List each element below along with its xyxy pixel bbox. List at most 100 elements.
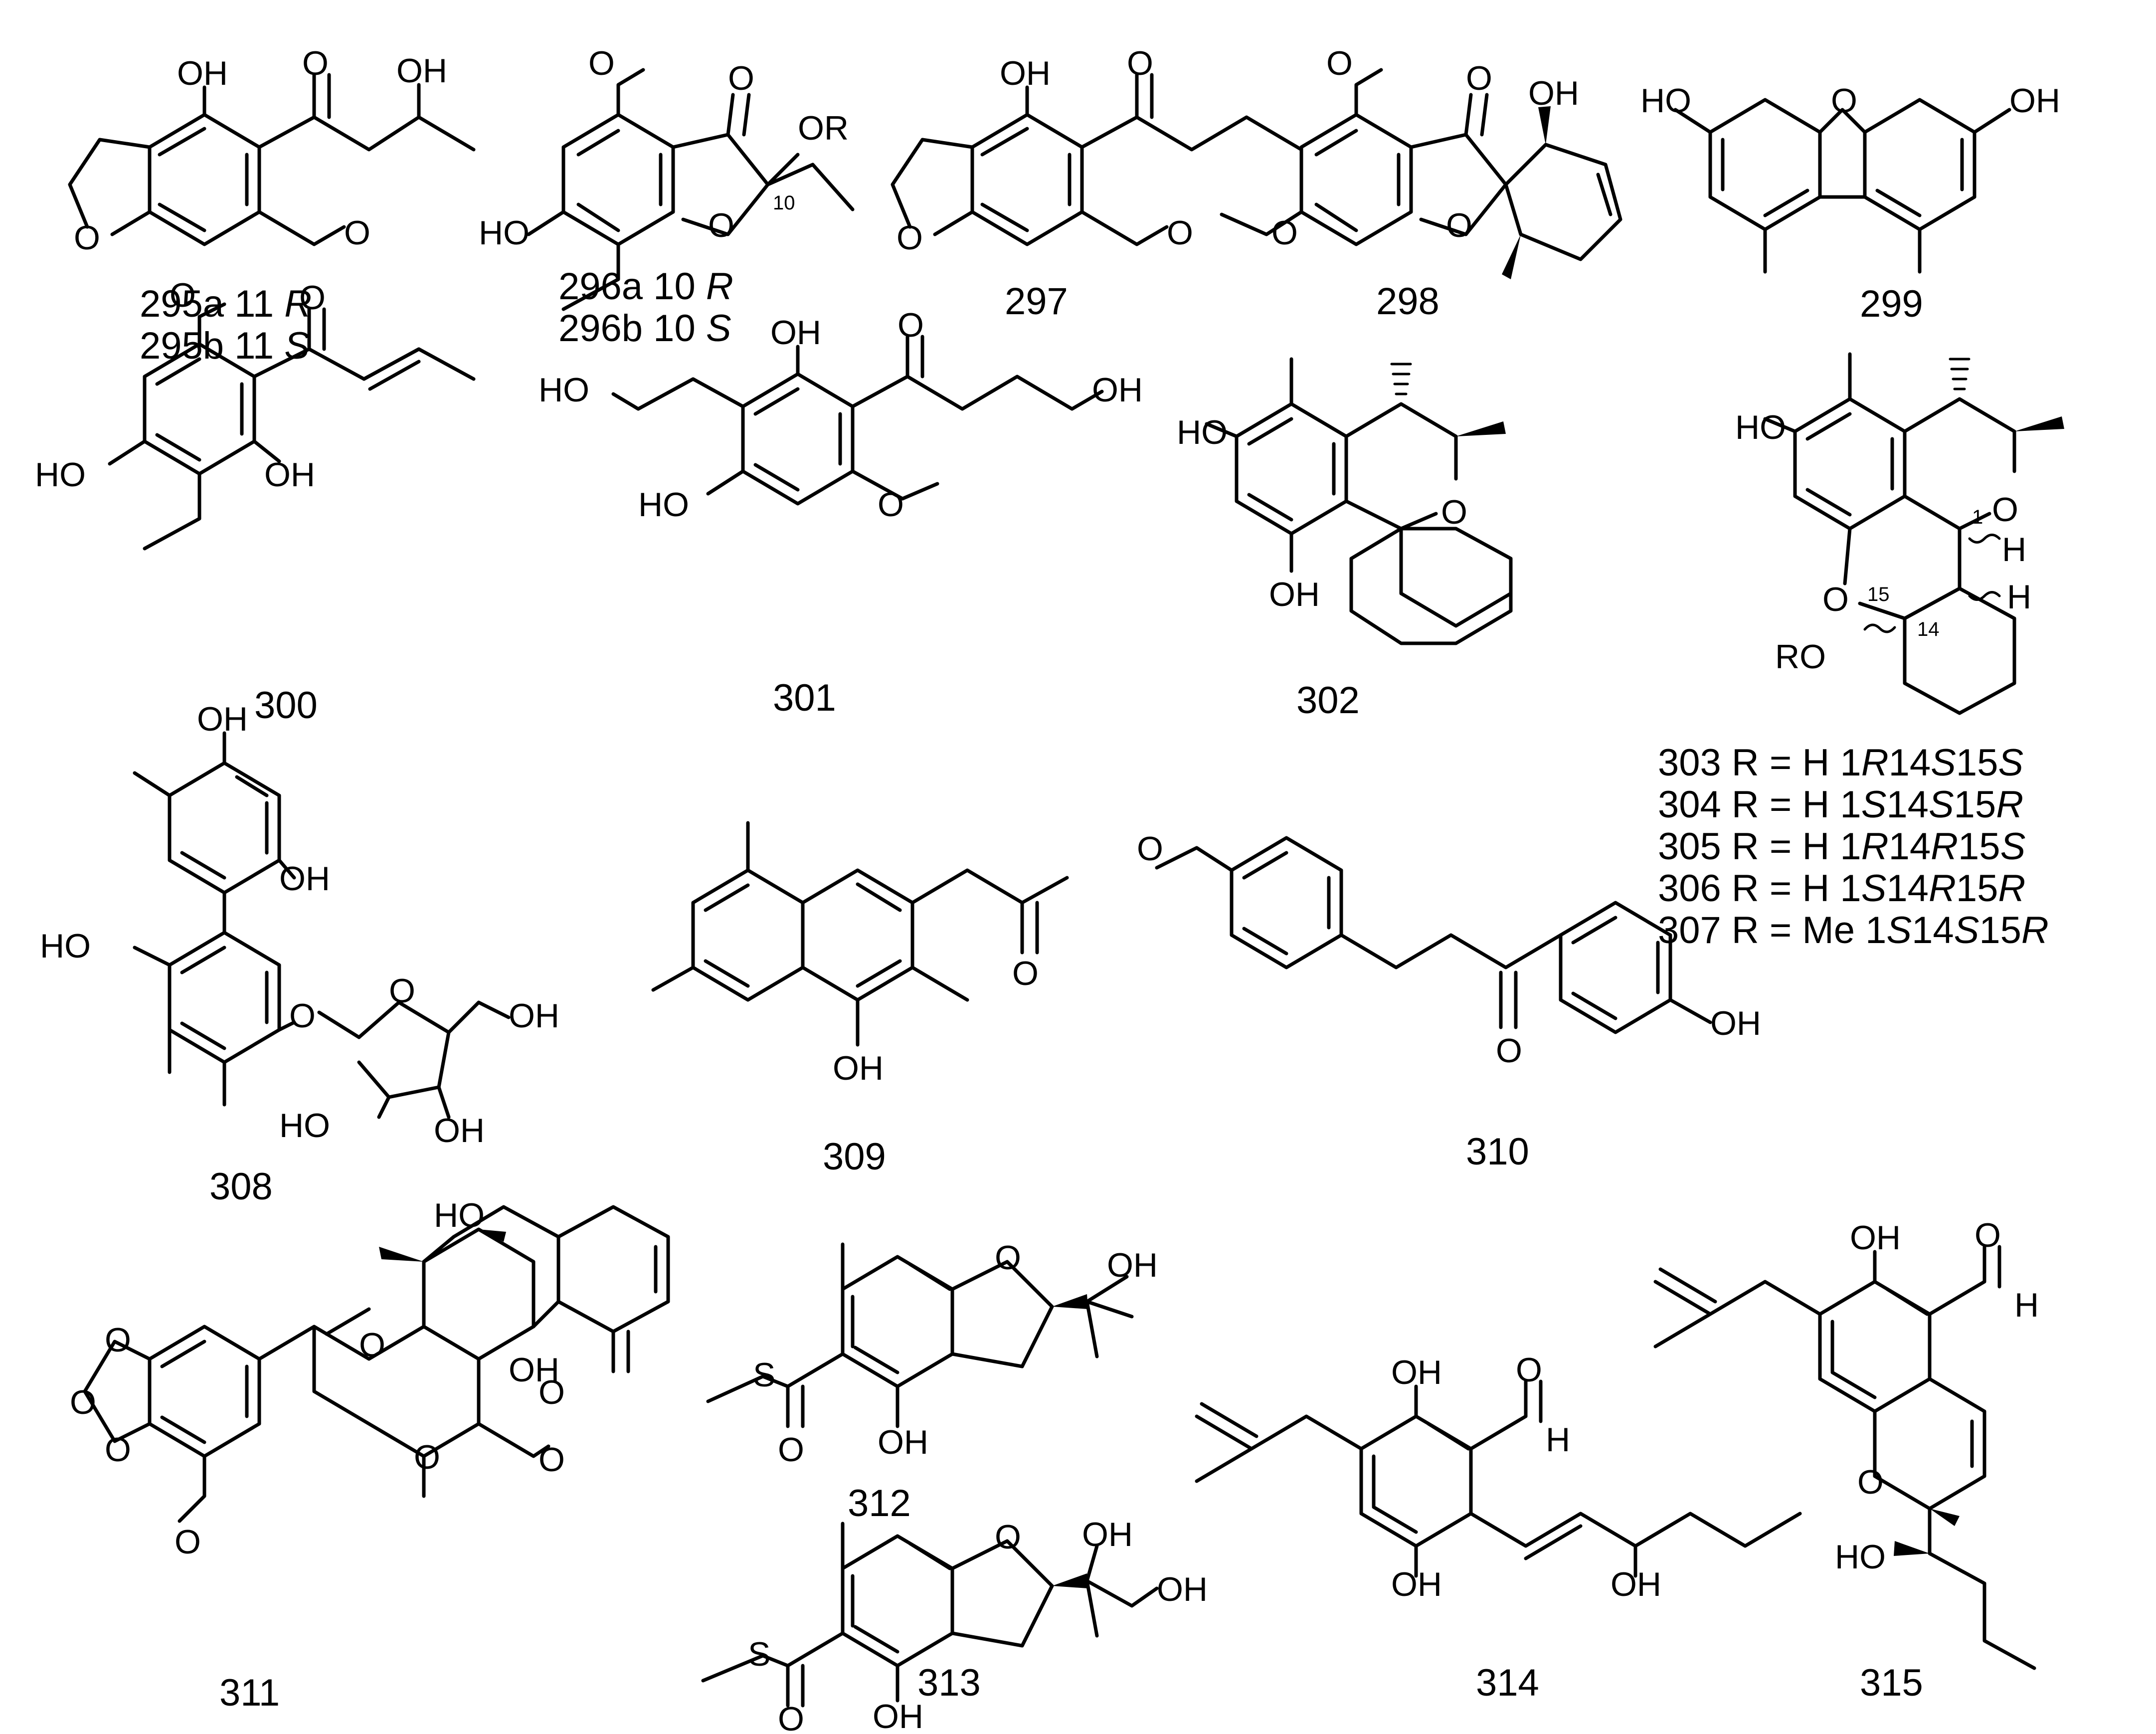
- label-308: 308: [209, 1165, 273, 1208]
- atom-o: O: [302, 44, 329, 82]
- atom-oh: OH: [509, 997, 559, 1035]
- atom-oh: OH: [1000, 54, 1051, 92]
- atom-ho: HO: [1640, 82, 1691, 120]
- structure-299: HO O OH: [1640, 82, 2060, 274]
- atom-oh: OH: [1107, 1246, 1158, 1284]
- atom-ho: HO: [539, 371, 589, 409]
- atom-o: O: [588, 44, 615, 82]
- atom-oh: OH: [177, 54, 228, 92]
- atom-oh: OH: [1092, 371, 1143, 409]
- atom-oh: OH: [2009, 82, 2060, 120]
- structure-313: O OH OH S O OH: [701, 1516, 1208, 1734]
- structure-308: OH OH HO O O OH HO OH: [40, 700, 559, 1150]
- label-315: 315: [1860, 1662, 1923, 1704]
- atom-o: O: [1012, 955, 1039, 992]
- atom-o: O: [1167, 214, 1193, 252]
- atom-o: O: [299, 279, 326, 317]
- structure-301: OH O OH HO HO O: [539, 306, 1143, 524]
- atom-oh: OH: [279, 860, 330, 898]
- atom-o: O: [539, 1373, 565, 1411]
- structure-298: O O OH O O: [1220, 44, 1622, 279]
- atom-o: O: [70, 1383, 96, 1421]
- atom-o: O: [344, 214, 370, 252]
- atom-ho: HO: [1835, 1538, 1886, 1576]
- atom-s: S: [748, 1635, 770, 1673]
- atom-ho: HO: [1735, 408, 1786, 446]
- atom-oh: OH: [1850, 1219, 1901, 1257]
- atom-oh: OH: [833, 1049, 884, 1087]
- atom-oh: OH: [770, 314, 821, 352]
- atom-o: O: [414, 1438, 440, 1476]
- atom-ho: HO: [1177, 413, 1228, 451]
- atom-h: H: [1546, 1421, 1570, 1459]
- locant-15: 15: [1867, 583, 1890, 605]
- atom-o: O: [1326, 44, 1353, 82]
- label-300: 300: [254, 684, 318, 727]
- locant-14: 14: [1917, 618, 1940, 640]
- structure-315: OH O H O HO: [1653, 1216, 2039, 1670]
- atom-o: O: [1441, 493, 1467, 531]
- atom-o: O: [1271, 214, 1298, 252]
- atom-ho: HO: [479, 214, 530, 252]
- atom-o: O: [170, 276, 196, 314]
- atom-h: H: [2007, 578, 2031, 616]
- atom-h: H: [2014, 1286, 2039, 1324]
- atom-ho: HO: [279, 1107, 330, 1145]
- atom-o: O: [175, 1523, 201, 1561]
- label-312: 312: [848, 1482, 911, 1525]
- atom-o: O: [778, 1431, 804, 1469]
- structure-309: O OH: [651, 821, 1069, 1087]
- atom-ho: HO: [40, 927, 91, 965]
- atom-o: O: [389, 972, 415, 1010]
- label-301: 301: [773, 677, 836, 719]
- atom-o: O: [289, 997, 316, 1035]
- label-314: 314: [1476, 1662, 1539, 1704]
- atom-o: O: [105, 1431, 131, 1469]
- atom-oh: OH: [1391, 1565, 1442, 1603]
- atom-ho: HO: [35, 456, 86, 494]
- atom-o: O: [1446, 206, 1472, 244]
- atom-oh: OH: [1269, 576, 1320, 613]
- atom-o: O: [1992, 491, 2018, 529]
- atom-oh: OH: [873, 1698, 923, 1732]
- locant-1: 1: [1972, 506, 1983, 528]
- atom-o: O: [708, 206, 734, 244]
- label-297: 297: [1005, 280, 1068, 323]
- atom-o: O: [1516, 1351, 1542, 1389]
- atom-oh: OH: [1710, 1004, 1761, 1042]
- structure-310: O O OH: [1137, 830, 1761, 1070]
- label-309: 309: [823, 1136, 886, 1178]
- atom-o: O: [1975, 1216, 2001, 1254]
- atom-o: O: [995, 1518, 1021, 1556]
- structure-312: O OH S O OH: [706, 1239, 1158, 1469]
- atom-oh: OH: [197, 700, 248, 738]
- atom-o: O: [539, 1441, 565, 1479]
- atom-s: S: [753, 1356, 775, 1394]
- atom-o: O: [1857, 1463, 1884, 1501]
- label-311: 311: [219, 1672, 280, 1714]
- structure-295: OH O OH O O: [68, 44, 476, 257]
- atom-oh: OH: [1391, 1353, 1442, 1391]
- atom-o: O: [778, 1700, 804, 1732]
- atom-oh: OH: [264, 456, 315, 494]
- atom-oh: OH: [509, 1351, 559, 1389]
- structure-296: O O OR HO O 10: [479, 44, 855, 311]
- structure-302: HO O OH: [1177, 357, 1513, 645]
- label-299: 299: [1860, 283, 1923, 325]
- atom-o: O: [995, 1239, 1021, 1277]
- atom-o: O: [1822, 580, 1849, 618]
- atom-or: OR: [798, 109, 849, 147]
- atom-o: O: [1466, 59, 1492, 97]
- atom-oh: OH: [878, 1423, 928, 1461]
- atom-o: O: [728, 59, 754, 97]
- label-310: 310: [1466, 1131, 1529, 1173]
- atom-ho: HO: [434, 1196, 485, 1234]
- atom-o: O: [1127, 44, 1153, 82]
- locant-10: 10: [773, 192, 795, 214]
